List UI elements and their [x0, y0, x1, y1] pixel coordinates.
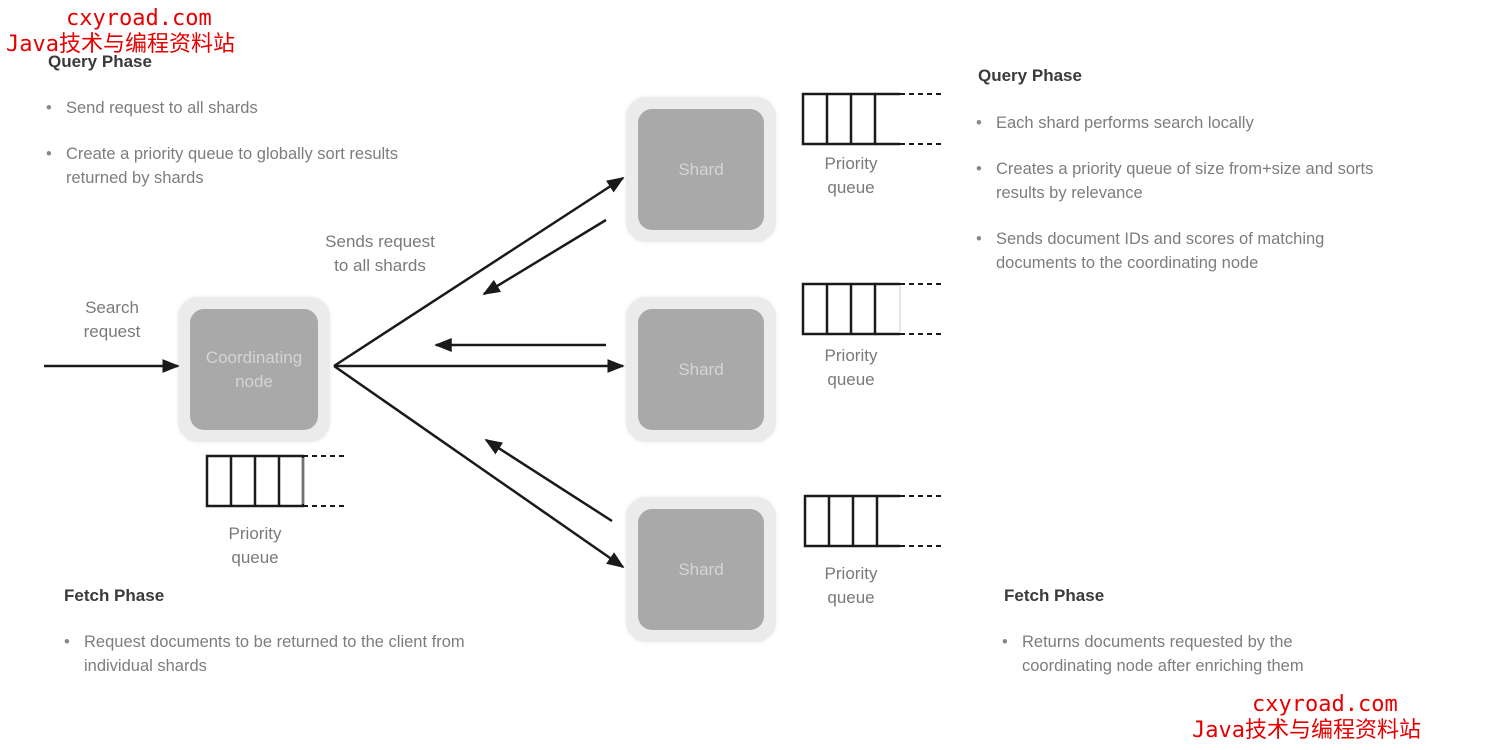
left-query-bullet: Create a priority queue to globally sort… — [46, 142, 406, 190]
right-query-bullet: Sends document IDs and scores of matchin… — [976, 227, 1406, 275]
shard-node-3: Shard — [626, 497, 776, 642]
queue-label-line2: queue — [231, 548, 279, 567]
right-query-bullet: Creates a priority queue of size from+si… — [976, 157, 1406, 205]
shard-3-queue-label: Priority queue — [801, 562, 901, 610]
watermark-url-bottom: cxyroad.com — [1252, 692, 1398, 717]
shard-1-priority-queue — [801, 92, 944, 146]
queue-label-line2: queue — [827, 370, 875, 389]
left-fetch-phase-title: Fetch Phase — [64, 586, 165, 605]
sends-request-label: Sends request to all shards — [300, 230, 460, 278]
left-fetch-bullet: Request documents to be returned to the … — [64, 630, 504, 678]
shard-2-queue-label: Priority queue — [801, 344, 901, 392]
left-query-phase-title: Query Phase — [48, 52, 152, 71]
coordinating-node-body: Coordinating node — [190, 309, 318, 430]
queue-label-line1: Priority — [228, 524, 282, 543]
coordinating-node-label-line2: node — [235, 371, 273, 391]
sends-request-label-line2: to all shards — [334, 256, 426, 275]
watermark-text-top: Java技术与编程资料站 — [6, 32, 235, 57]
coordinating-node: Coordinating node — [178, 297, 330, 442]
shard-label: Shard — [678, 159, 724, 179]
left-query-phase-bullets: Send request to all shards Create a prio… — [46, 96, 406, 212]
shard-2-priority-queue — [801, 282, 944, 336]
request-arrow-shard-3 — [333, 364, 625, 569]
queue-label-line1: Priority — [824, 564, 878, 583]
queue-label-line1: Priority — [824, 346, 878, 365]
shard-node-2: Shard — [626, 297, 776, 442]
response-arrow-shard-3 — [484, 438, 613, 523]
search-request-label: Search request — [62, 296, 162, 344]
shard-node-body: Shard — [638, 109, 764, 230]
shard-node-body: Shard — [638, 509, 764, 630]
queue-label-line1: Priority — [824, 154, 878, 173]
search-request-label-line1: Search — [85, 298, 139, 317]
right-query-bullet: Each shard performs search locally — [976, 111, 1406, 135]
right-query-phase-bullets: Each shard performs search locally Creat… — [976, 111, 1406, 297]
request-arrow-shard-1 — [333, 176, 625, 368]
response-arrow-shard-1 — [482, 218, 607, 296]
shard-node-1: Shard — [626, 97, 776, 242]
right-query-phase-title: Query Phase — [978, 66, 1082, 85]
watermark-text-bottom: Java技术与编程资料站 — [1192, 718, 1421, 743]
right-fetch-phase-title: Fetch Phase — [1004, 586, 1105, 605]
queue-label-line2: queue — [827, 588, 875, 607]
shard-label: Shard — [678, 359, 724, 379]
shard-3-priority-queue — [803, 494, 944, 548]
shard-node-body: Shard — [638, 309, 764, 430]
watermark-url-top: cxyroad.com — [66, 6, 212, 31]
coordinating-priority-queue — [205, 454, 347, 508]
coordinating-queue-label: Priority queue — [205, 522, 305, 570]
queue-label-line2: queue — [827, 178, 875, 197]
shard-1-queue-label: Priority queue — [801, 152, 901, 200]
sends-request-label-line1: Sends request — [325, 232, 435, 251]
left-fetch-phase-bullets: Request documents to be returned to the … — [64, 630, 504, 700]
right-fetch-bullet: Returns documents requested by the coord… — [1002, 630, 1362, 678]
search-request-label-line2: request — [83, 322, 141, 341]
shard-label: Shard — [678, 559, 724, 579]
right-fetch-phase-bullets: Returns documents requested by the coord… — [1002, 630, 1362, 700]
coordinating-node-label-line1: Coordinating — [205, 347, 303, 367]
left-query-bullet: Send request to all shards — [46, 96, 406, 120]
